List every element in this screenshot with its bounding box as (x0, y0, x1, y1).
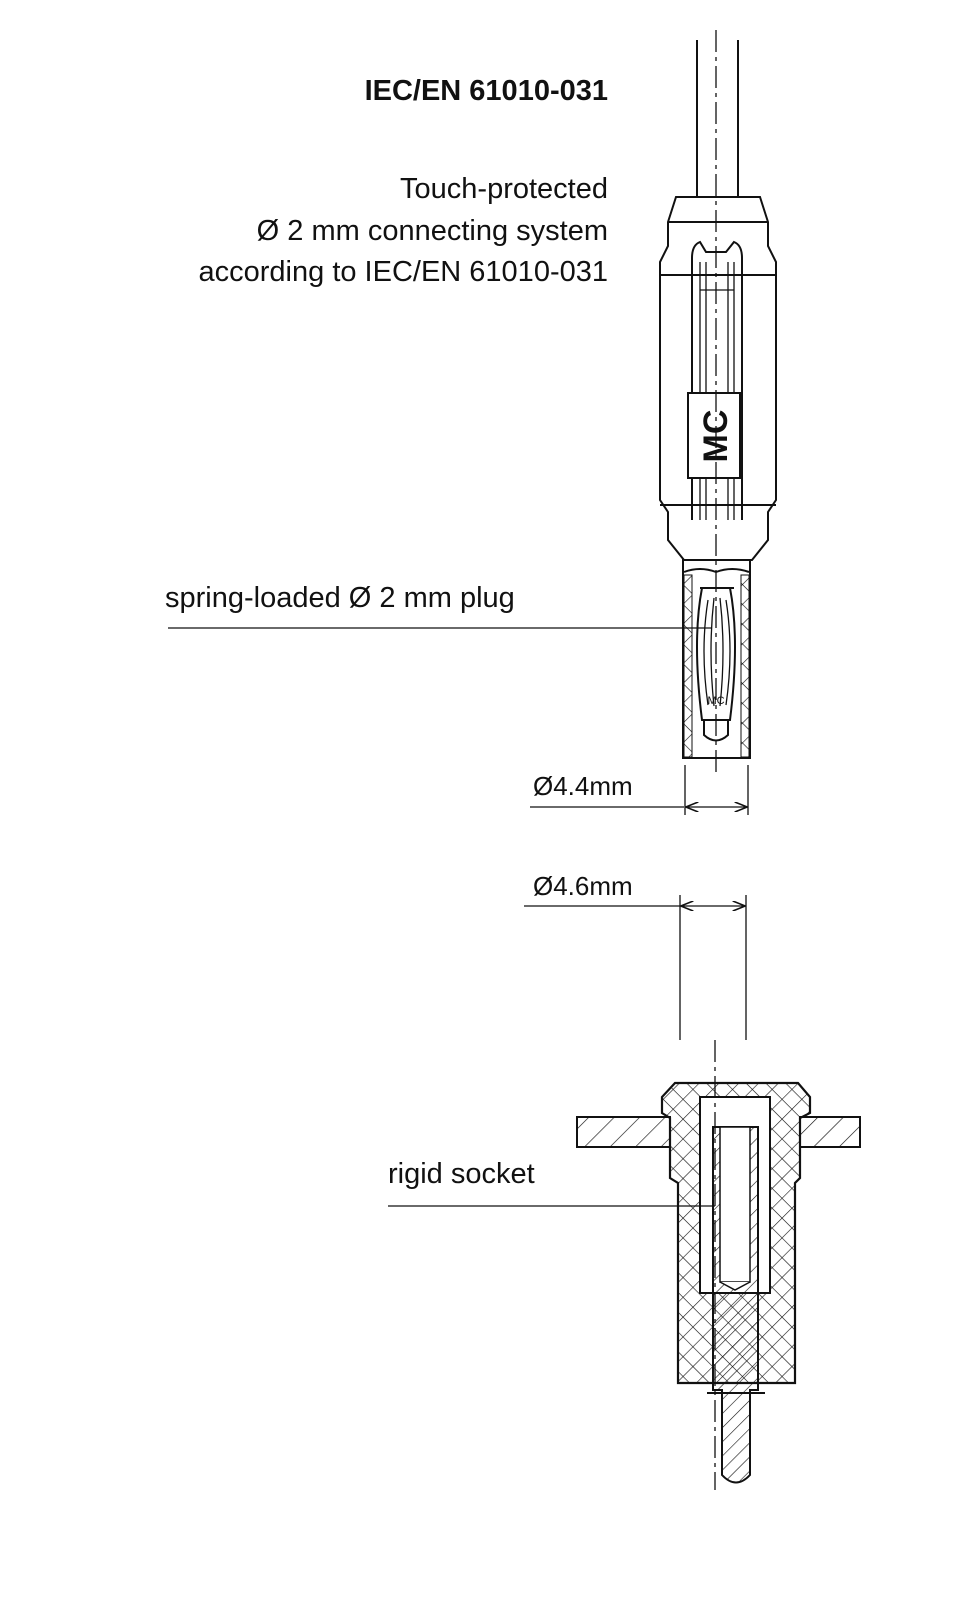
plug-label: spring-loaded Ø 2 mm plug (165, 582, 515, 614)
description-line-1: Touch-protected (400, 173, 608, 205)
panel-right (799, 1116, 861, 1148)
socket-diameter-label: Ø4.6mm (533, 871, 633, 901)
description-line-2: Ø 2 mm connecting system (257, 215, 608, 247)
cable (696, 40, 739, 197)
plug-drawing: MC MC (659, 30, 777, 775)
standard-title: IEC/EN 61010-031 (365, 75, 608, 107)
plug-diameter-label: Ø4.4mm (533, 771, 633, 801)
socket-drawing (576, 1040, 861, 1490)
socket-label: rigid socket (388, 1158, 535, 1190)
mc-label-box (687, 392, 741, 479)
description-line-3: according to IEC/EN 61010-031 (199, 256, 608, 288)
tip-mc-mark: MC (707, 695, 724, 707)
plug-body (659, 196, 777, 561)
panel-left (576, 1116, 671, 1148)
